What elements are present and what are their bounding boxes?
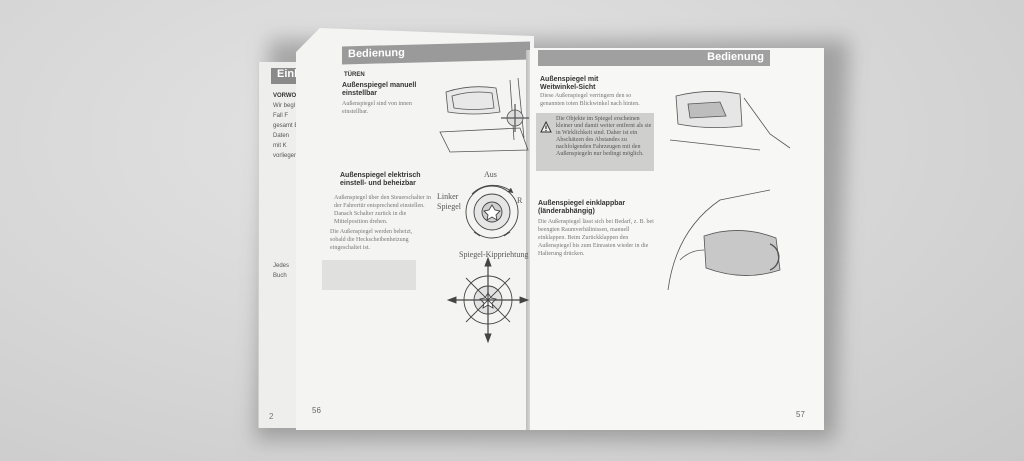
wide-angle-mirror-title: Außenspiegel mit Weitwinkel-Sicht — [540, 76, 599, 91]
warning-box — [536, 113, 654, 171]
manual-mirror-body: Außenspiegel sind von innen einstellbar. — [342, 101, 412, 115]
right-page-header: Bedienung — [538, 50, 770, 66]
switch-label-right-mirror: R — [517, 196, 523, 205]
manual-mirror-title: Außenspiegel manuell einstellbar — [342, 82, 417, 97]
previous-page-subheading: VORWO — [273, 93, 297, 99]
electric-mirror-title: Außenspiegel elektrisch einstell- und be… — [340, 172, 421, 187]
previous-page-fragment: mit K — [273, 143, 287, 149]
heated-mirror-body: Die Außenspiegel werden beheizt, sobald … — [330, 229, 413, 251]
previous-page-fragment: Daten — [273, 133, 290, 139]
warning-icon — [540, 121, 552, 133]
right-page-header-text: Bedienung — [707, 51, 764, 63]
previous-page-fragment: Buch — [273, 273, 287, 279]
left-page-number: 56 — [312, 406, 321, 415]
mirror-tilt-dial — [446, 256, 530, 344]
wide-angle-mirror-body: Diese Außenspiegel verringern den so gen… — [540, 93, 640, 107]
folding-mirror-title: Außenspiegel einklappbar (länderabhängig… — [538, 200, 626, 215]
switch-label-tilt-direction: Spiegel-Kippriehtung — [459, 250, 529, 259]
previous-page-fragment: vorliegen — [273, 153, 298, 159]
electric-mirror-body: Außenspiegel über den Steuerschalter in … — [334, 195, 431, 225]
previous-page-number: 2 — [269, 412, 274, 421]
folding-mirror-illustration — [667, 189, 781, 291]
previous-page-fragment: gesamt E — [273, 123, 299, 129]
wide-angle-mirror-illustration — [669, 91, 791, 151]
previous-page-fragment: Wir begl — [273, 103, 296, 109]
mirror-switch-dial — [465, 184, 519, 239]
previous-page-fragment: Fall F — [273, 113, 288, 119]
warning-text: Die Objekte im Spiegel erscheinen kleine… — [556, 116, 652, 157]
right-page-number: 57 — [796, 410, 805, 419]
blank-note-area — [322, 260, 416, 290]
switch-label-off: Aus — [484, 170, 497, 179]
switch-label-left-mirror: Linker Spiegel — [437, 192, 461, 211]
section-label: TÜREN — [344, 72, 365, 78]
previous-page-fragment: Jedes — [273, 263, 290, 269]
folding-mirror-body: Die Außenspiegel lässt sich bei Bedarf, … — [538, 219, 654, 257]
manual-mirror-illustration — [439, 77, 529, 153]
